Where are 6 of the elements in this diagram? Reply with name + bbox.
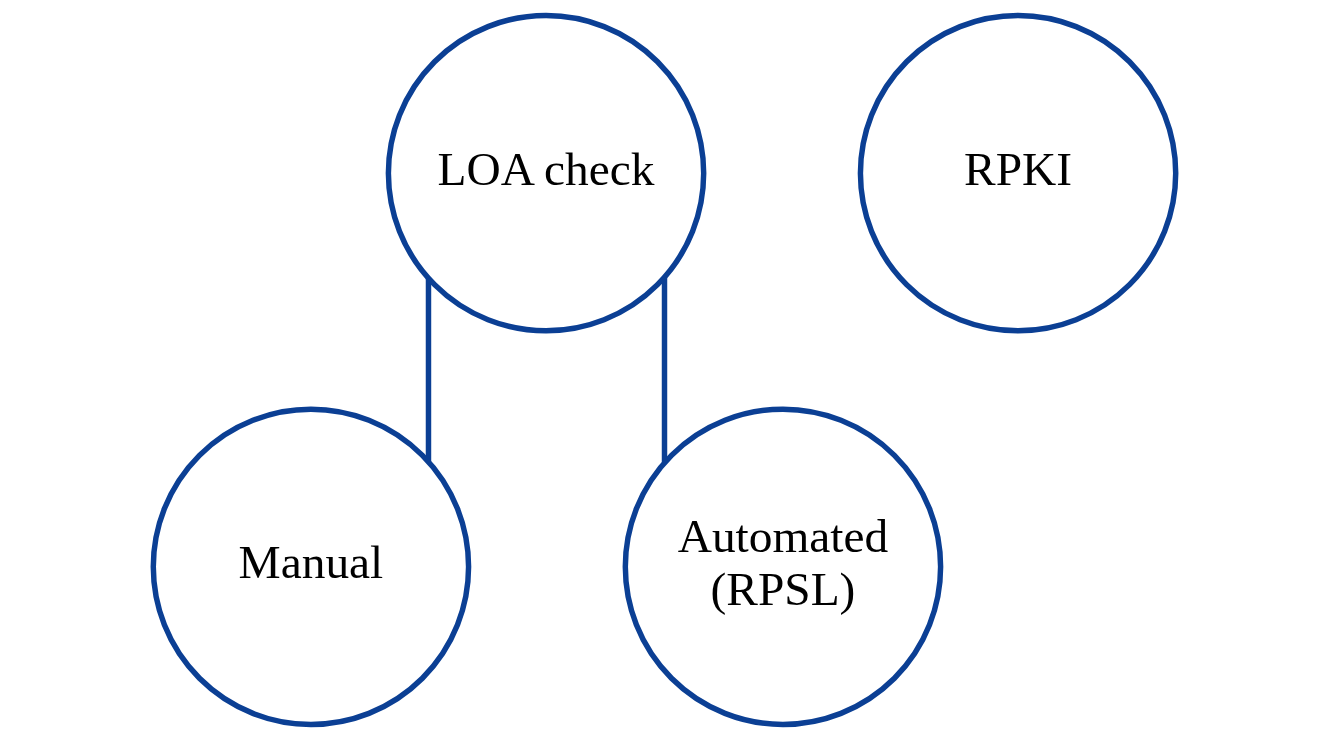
node-circle: Automated (RPSL) xyxy=(622,406,944,728)
node-circle: RPKI xyxy=(857,12,1179,334)
node-circle: Manual xyxy=(150,406,472,728)
connector xyxy=(661,277,668,463)
connector xyxy=(425,278,432,462)
node-circle: LOA check xyxy=(385,12,707,334)
